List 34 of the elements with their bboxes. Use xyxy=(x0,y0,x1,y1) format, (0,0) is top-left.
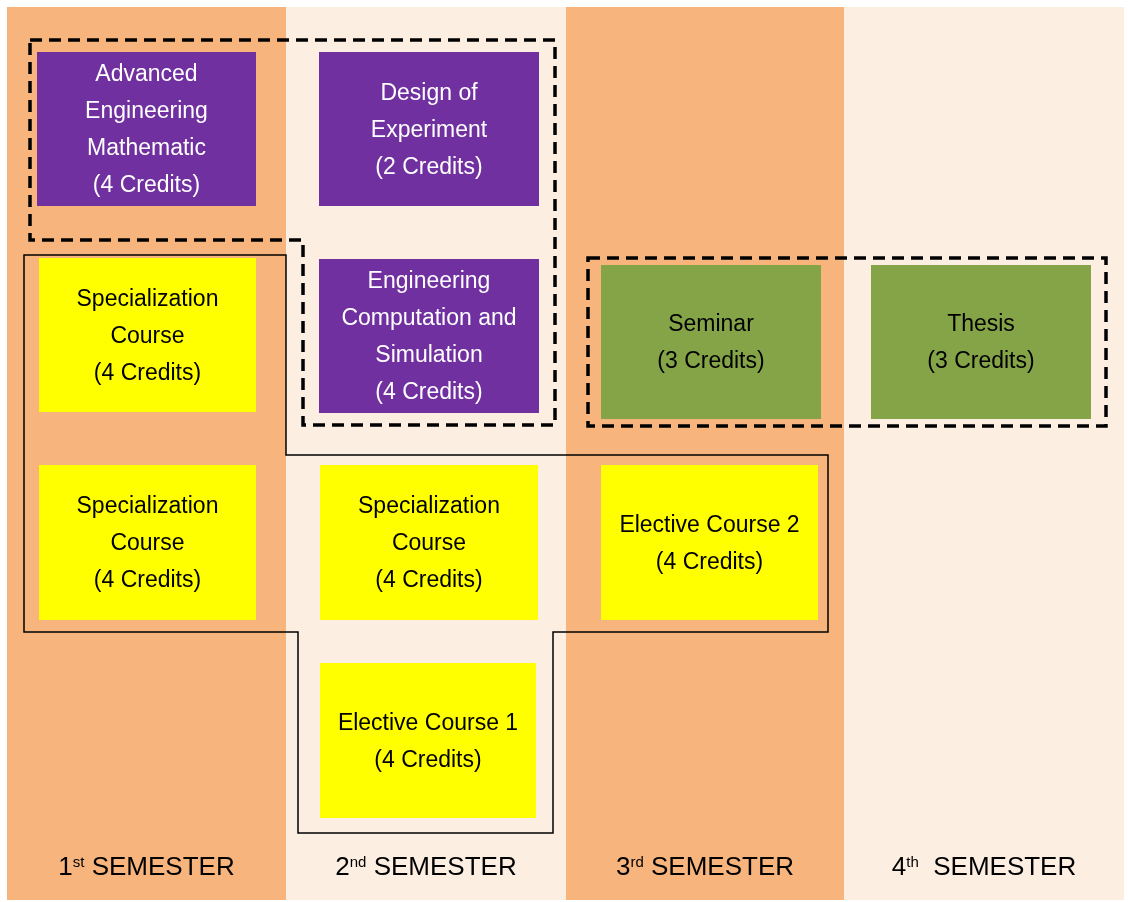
course-name: Specialization Course xyxy=(357,491,501,557)
course-name: Specialization Course xyxy=(75,491,220,557)
course-box xyxy=(319,52,539,206)
credit-count: (3 Credits) xyxy=(657,346,765,375)
credit-count: (4 Credits) xyxy=(93,565,202,594)
course-box xyxy=(39,258,256,412)
semester-label: 1$^{st}$ SEMESTER xyxy=(58,849,235,883)
course-box xyxy=(39,465,256,620)
course-box xyxy=(320,465,538,620)
course-box xyxy=(601,465,818,620)
course-box xyxy=(601,265,821,419)
credit-count: (3 Credits) xyxy=(927,346,1035,375)
credit-count: (4 Credits) xyxy=(374,744,482,774)
semester-label: 4$^{th}$ SEMESTER xyxy=(891,849,1077,883)
credit-count: (4 Credits) xyxy=(92,170,201,199)
credit-count: (4 Credits) xyxy=(655,546,764,576)
course-name: Design of Experiment xyxy=(369,77,489,144)
course-box xyxy=(319,259,539,413)
credit-count: (2 Credits) xyxy=(375,151,483,181)
credit-count: (4 Credits) xyxy=(375,377,483,406)
course-name: Specialization Course xyxy=(75,283,220,350)
course-name: Advanced Engineering Mathematic xyxy=(84,59,209,162)
course-name: Elective Course 1 xyxy=(337,707,519,737)
semester-label: 3$^{rd}$ SEMESTER xyxy=(615,849,795,883)
credit-count: (4 Credits) xyxy=(375,565,483,594)
course-box xyxy=(37,52,256,206)
course-name: Elective Course 2 xyxy=(619,509,800,539)
credit-count: (4 Credits) xyxy=(93,357,202,387)
course-name: Thesis xyxy=(947,309,1015,338)
course-name: Seminar xyxy=(668,309,754,338)
course-box xyxy=(320,663,536,818)
course-box xyxy=(871,265,1091,419)
semester-label: 2$^{nd}$ SEMESTER xyxy=(335,849,517,883)
course-name: Engineering Computation and Simulation xyxy=(340,266,518,369)
